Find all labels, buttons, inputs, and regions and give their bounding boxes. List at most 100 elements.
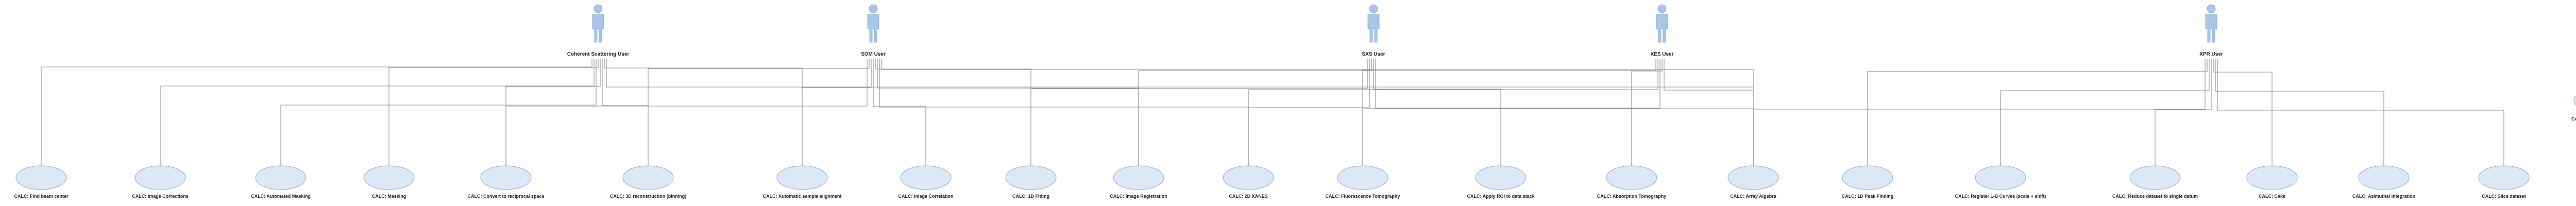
use-case[interactable]: CALC: Automatic sample alignment	[763, 165, 842, 199]
use-case-label: CALC: Absorption Tomography	[1597, 194, 1667, 199]
association-line	[1373, 59, 1501, 166]
use-case[interactable]: CALC: Slice dataset	[2478, 165, 2530, 199]
use-case-ellipse	[1113, 165, 1164, 190]
association-line	[388, 59, 599, 166]
actor-figure-icon	[2205, 14, 2217, 43]
use-case-label: CALC: Array Algebra	[1730, 194, 1776, 199]
association-line	[606, 59, 1754, 166]
association-line	[879, 59, 1249, 166]
actor[interactable]: XES User	[1650, 4, 1674, 57]
use-case-label: CALC: 1D Peak Finding	[1842, 194, 1894, 199]
association-line	[2155, 59, 2212, 166]
use-case-ellipse	[2246, 165, 2298, 190]
use-case-ellipse	[134, 165, 186, 190]
use-case[interactable]: CALC: Image Registration	[1110, 165, 1167, 199]
actor-label: Coherent Scattering User	[567, 52, 630, 57]
use-case-label: CALC: Automated Masking	[251, 194, 311, 199]
use-case[interactable]: CALC: Fluorescence Tomography	[1326, 165, 1400, 199]
association-line	[160, 59, 595, 166]
association-line	[1248, 59, 1370, 166]
use-case-label: CALC: Convert to reciprocal space	[467, 194, 544, 199]
actor-label: SOM User	[861, 52, 886, 57]
use-case-ellipse	[363, 165, 415, 190]
association-line	[280, 59, 597, 166]
use-case-ellipse	[1842, 165, 1893, 190]
use-case-label: CALC: Azimuthal Integration	[2352, 194, 2415, 199]
use-case[interactable]: CALC: Image Corrections	[132, 165, 189, 199]
use-case[interactable]: CALC: 1D Fitting	[1005, 165, 1057, 199]
association-lines	[41, 59, 2504, 166]
use-case-label: CALC: Find beam center	[14, 194, 69, 199]
association-line	[1631, 59, 1663, 166]
use-case[interactable]: CALC: Image Correlation	[898, 165, 954, 199]
use-case-ellipse	[1337, 165, 1388, 190]
use-case-label: CALC: Register 1-D Curves (scale + shift…	[1955, 194, 2046, 199]
actor-label: XPR User	[2199, 52, 2223, 57]
use-case-ellipse	[1727, 165, 1779, 190]
association-line	[1867, 59, 2208, 166]
use-case[interactable]: CALC: Find beam center	[14, 165, 69, 199]
use-case-label: CALC: Fourier Transform	[2571, 116, 2576, 122]
use-case-label: CALC: Cake	[2259, 194, 2285, 199]
use-case-ellipse	[480, 165, 532, 190]
actor-head-icon	[869, 4, 878, 13]
use-case-ellipse	[255, 165, 307, 190]
actor-head-icon	[2207, 4, 2216, 13]
use-cases: CALC: Find beam center CALC: Image Correc…	[14, 89, 2576, 199]
use-case-ellipse	[900, 165, 952, 190]
use-case[interactable]: CALC: 2D XANES	[1223, 165, 1274, 199]
actor[interactable]: SXS User	[1362, 4, 1385, 57]
use-case-label: CALC: Fluorescence Tomography	[1326, 194, 1400, 199]
use-case[interactable]: CALC: 1D Peak Finding	[1842, 165, 1894, 199]
actor-head-icon	[1369, 4, 1378, 13]
actor[interactable]: Coherent Scattering User	[567, 4, 630, 57]
use-case-ellipse	[622, 165, 674, 190]
association-line	[875, 59, 1031, 166]
use-case-label: CALC: Automatic sample alignment	[763, 194, 842, 199]
actor[interactable]: XPR User	[2199, 4, 2223, 57]
use-case[interactable]: CALC: Automated Masking	[251, 165, 311, 199]
actor-head-icon	[1657, 4, 1667, 13]
use-case[interactable]: CALC: 3D reconstruction (binning)	[610, 165, 687, 199]
use-case-ellipse	[2358, 165, 2410, 190]
use-case[interactable]: CALC: Azimuthal Integration	[2352, 165, 2415, 199]
association-line	[802, 59, 872, 166]
association-line	[1362, 59, 1660, 166]
use-case-label: CALC: Image Correlation	[898, 194, 953, 199]
use-case[interactable]: CALC: Register 1-D Curves (scale + shift…	[1955, 165, 2046, 199]
association-line	[873, 59, 926, 166]
use-case[interactable]: CALC: Fourier Transform	[2571, 89, 2576, 122]
use-case-label: CALC: Reduce dataset to single datum	[2112, 194, 2198, 199]
use-case-label: CALC: 1D Fitting	[1012, 194, 1049, 199]
actor-figure-icon	[1367, 14, 1380, 43]
use-case[interactable]: CALC: Cake	[2246, 165, 2298, 199]
use-case-ellipse	[2129, 165, 2181, 190]
use-case[interactable]: CALC: Absorption Tomography	[1597, 165, 1667, 199]
actor-head-icon	[594, 4, 603, 13]
actor-figure-icon	[592, 14, 604, 43]
association-line	[1138, 59, 1656, 166]
use-case-label: CALC: Image Registration	[1110, 194, 1167, 199]
use-case-ellipse	[1975, 165, 2026, 190]
use-case[interactable]: CALC: Convert to reciprocal space	[467, 165, 545, 199]
use-case-label: CALC: 2D XANES	[1229, 194, 1268, 199]
use-case-label: CALC: Image Corrections	[132, 194, 189, 199]
use-case[interactable]: CALC: Masking	[363, 165, 415, 199]
use-case[interactable]: CALC: Array Algebra	[1727, 165, 1779, 199]
association-line	[2217, 59, 2504, 166]
association-line	[1664, 59, 1754, 166]
use-case-ellipse	[1005, 165, 1057, 190]
actor[interactable]: SOM User	[861, 4, 886, 57]
actors: Coherent Scattering User SOM User SXS User…	[567, 4, 2223, 57]
use-case-ellipse	[1223, 165, 1274, 190]
association-line	[602, 59, 649, 166]
actor-figure-icon	[1656, 14, 1668, 43]
association-line	[1248, 59, 1658, 166]
association-line	[877, 59, 1139, 166]
use-case-ellipse	[776, 165, 828, 190]
use-case[interactable]: CALC: Apply ROI to data stack	[1467, 165, 1535, 199]
use-case[interactable]: CALC: Reduce dataset to single datum	[2112, 165, 2198, 199]
use-case-ellipse	[2573, 95, 2576, 106]
association-line	[2213, 59, 2273, 166]
